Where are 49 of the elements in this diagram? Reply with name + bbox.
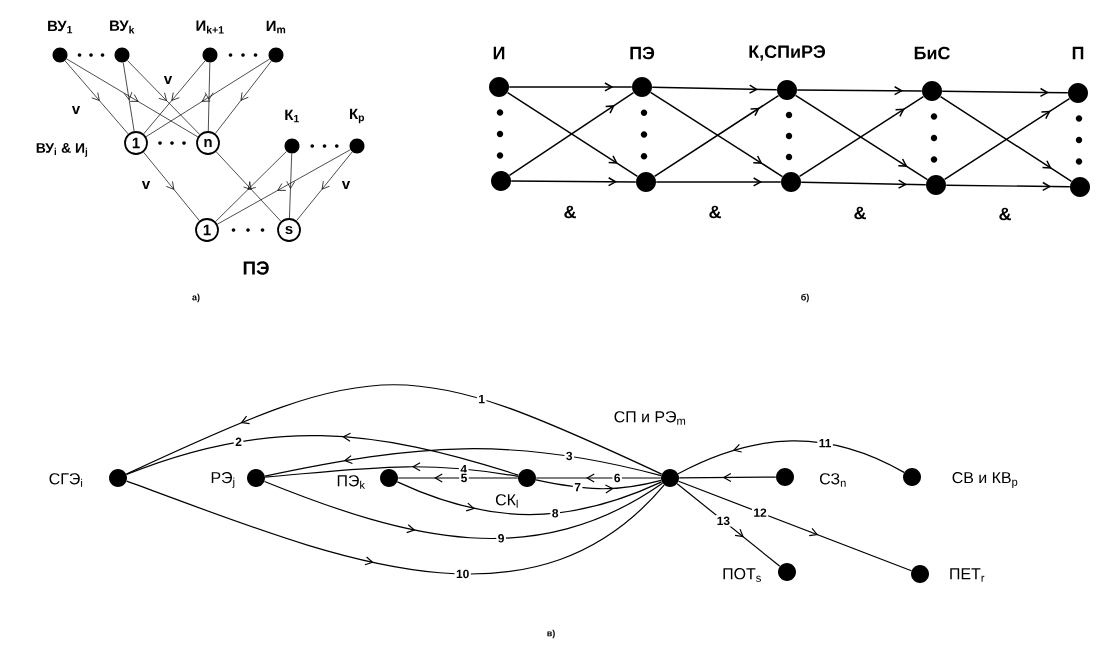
and-sign: & [854, 206, 866, 220]
node-dot [636, 172, 656, 192]
edge-label: 9 [496, 532, 506, 545]
node-label: К$_{p}$ [350, 108, 365, 124]
node-label: СЗ$_{n}$ [820, 473, 846, 487]
node-dot [491, 171, 511, 191]
or-sign: v [141, 181, 151, 189]
edge-label: 3 [564, 450, 575, 462]
edge-label: 11 [817, 437, 833, 449]
node-label: И$_{k+1}$ [196, 20, 224, 34]
node-label: ПЕТ$_{r}$ [950, 568, 985, 582]
edge-label: 7 [572, 481, 583, 493]
or-sign: v [71, 106, 81, 114]
edge-label: 8 [550, 507, 560, 519]
or-sign: v [341, 181, 351, 189]
edge-label: 2 [233, 436, 244, 448]
node-label: ВУ$_{k}$ [110, 20, 135, 34]
node-label: ПЭ [630, 46, 655, 60]
node-label: СГЭ$_{i}$ [49, 473, 83, 487]
panel-caption: б) [801, 293, 809, 303]
edge-label: 10 [454, 568, 471, 580]
node-label: РЭ$_{j}$ [211, 472, 235, 488]
and-sign: & [999, 207, 1011, 221]
panel-caption: а) [192, 293, 200, 303]
node-label: СП и РЭ$_{m}$ [614, 411, 686, 425]
node-dot [926, 175, 946, 195]
node-label: И [493, 46, 505, 60]
node-label: ВУ$_{1}$ [48, 20, 73, 34]
edge-label: 12 [751, 506, 769, 519]
or-sign: v [163, 76, 173, 84]
row-label: ВУ$_{i}$ & И$_{j}$ [36, 143, 88, 157]
node-label: К$_{1}$ [285, 109, 299, 123]
and-sign: & [709, 205, 721, 219]
node-dot [781, 172, 801, 192]
node-label: И$_{m}$ [266, 20, 286, 34]
edge-label: 13 [715, 515, 732, 527]
node-label: П [1072, 46, 1084, 60]
node-label: БиС [914, 46, 950, 60]
node-label: К,СПиРЭ [749, 45, 826, 61]
node-label: ПОТ$_{s}$ [723, 568, 761, 582]
node-label: СК$_{l}$ [495, 494, 518, 508]
node-dot [1070, 177, 1090, 197]
and-sign: & [564, 205, 576, 219]
node-label: СВ и КВ$_{p}$ [952, 472, 1018, 488]
group-label: ПЭ [243, 261, 269, 275]
edge-label: 1 [476, 393, 487, 405]
panel-caption: в) [547, 629, 555, 639]
edge-label: 6 [612, 472, 622, 484]
node-label: ПЭ$_{k}$ [337, 475, 365, 489]
